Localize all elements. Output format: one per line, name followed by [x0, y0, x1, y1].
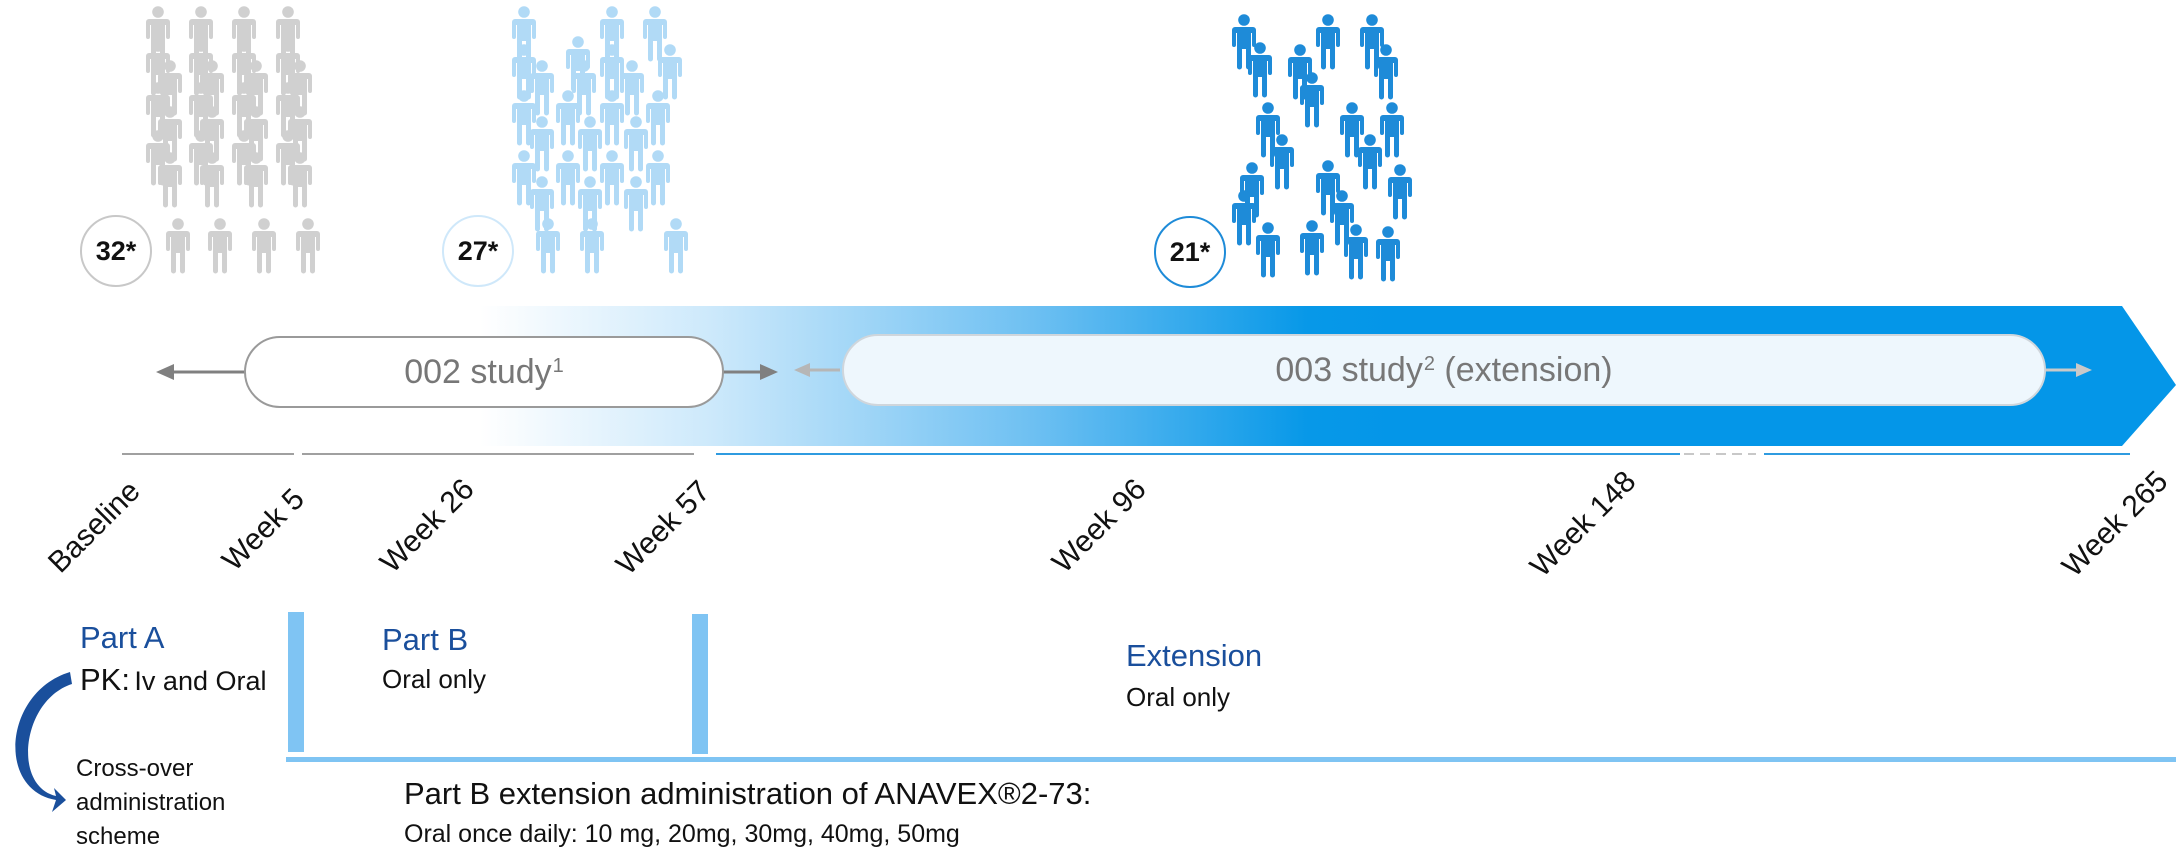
crossover-line-2: administration [76, 789, 226, 816]
study-003-label: 003 study [1275, 350, 1423, 389]
study-003-label-suffix: (extension) [1434, 350, 1613, 389]
phase-separator-week-57 [692, 614, 708, 754]
cohort-icons-27 [512, 6, 688, 274]
phase-separator-week-5 [288, 612, 304, 752]
extension-title: Extension [1126, 638, 1263, 673]
cohort-count-badge-27: 27* [442, 215, 514, 287]
part-a-pk-detail: Iv and Oral [134, 666, 267, 696]
study-002-label: 002 study [404, 352, 552, 391]
crossover-line-1: Cross-over [76, 755, 194, 782]
study-002-arrows [156, 364, 778, 380]
part-b-title: Part B [382, 622, 469, 657]
extension-detail: Oral only [1126, 682, 1231, 712]
cohort-count-badge-21: 21* [1154, 216, 1226, 288]
part-a-title: Part A [80, 620, 165, 655]
cohort-count-badge-32: 32* [80, 215, 152, 287]
dosing-detail: Oral once daily: 10 mg, 20mg, 30mg, 40mg… [404, 820, 960, 848]
crossover-arrow-icon [15, 672, 72, 812]
dosing-title: Part B extension administration of ANAVE… [404, 776, 1092, 811]
cohort-icons-21 [1232, 14, 1412, 282]
study-003-footnote: 2 [1423, 352, 1435, 375]
part-a-pk-line: PK: Iv and Oral [80, 662, 266, 698]
crossover-text: Cross-over administration scheme [76, 752, 225, 854]
study-003-arrows [794, 363, 840, 377]
crossover-line-3: scheme [76, 823, 161, 850]
study-002-footnote: 1 [552, 354, 564, 377]
phase-baseline-bar [286, 757, 2176, 762]
cohort-icons-32 [146, 6, 320, 274]
part-b-detail: Oral only [382, 664, 487, 694]
study-003-end-arrow [2046, 363, 2092, 377]
part-a-pk-label: PK: [80, 662, 130, 697]
